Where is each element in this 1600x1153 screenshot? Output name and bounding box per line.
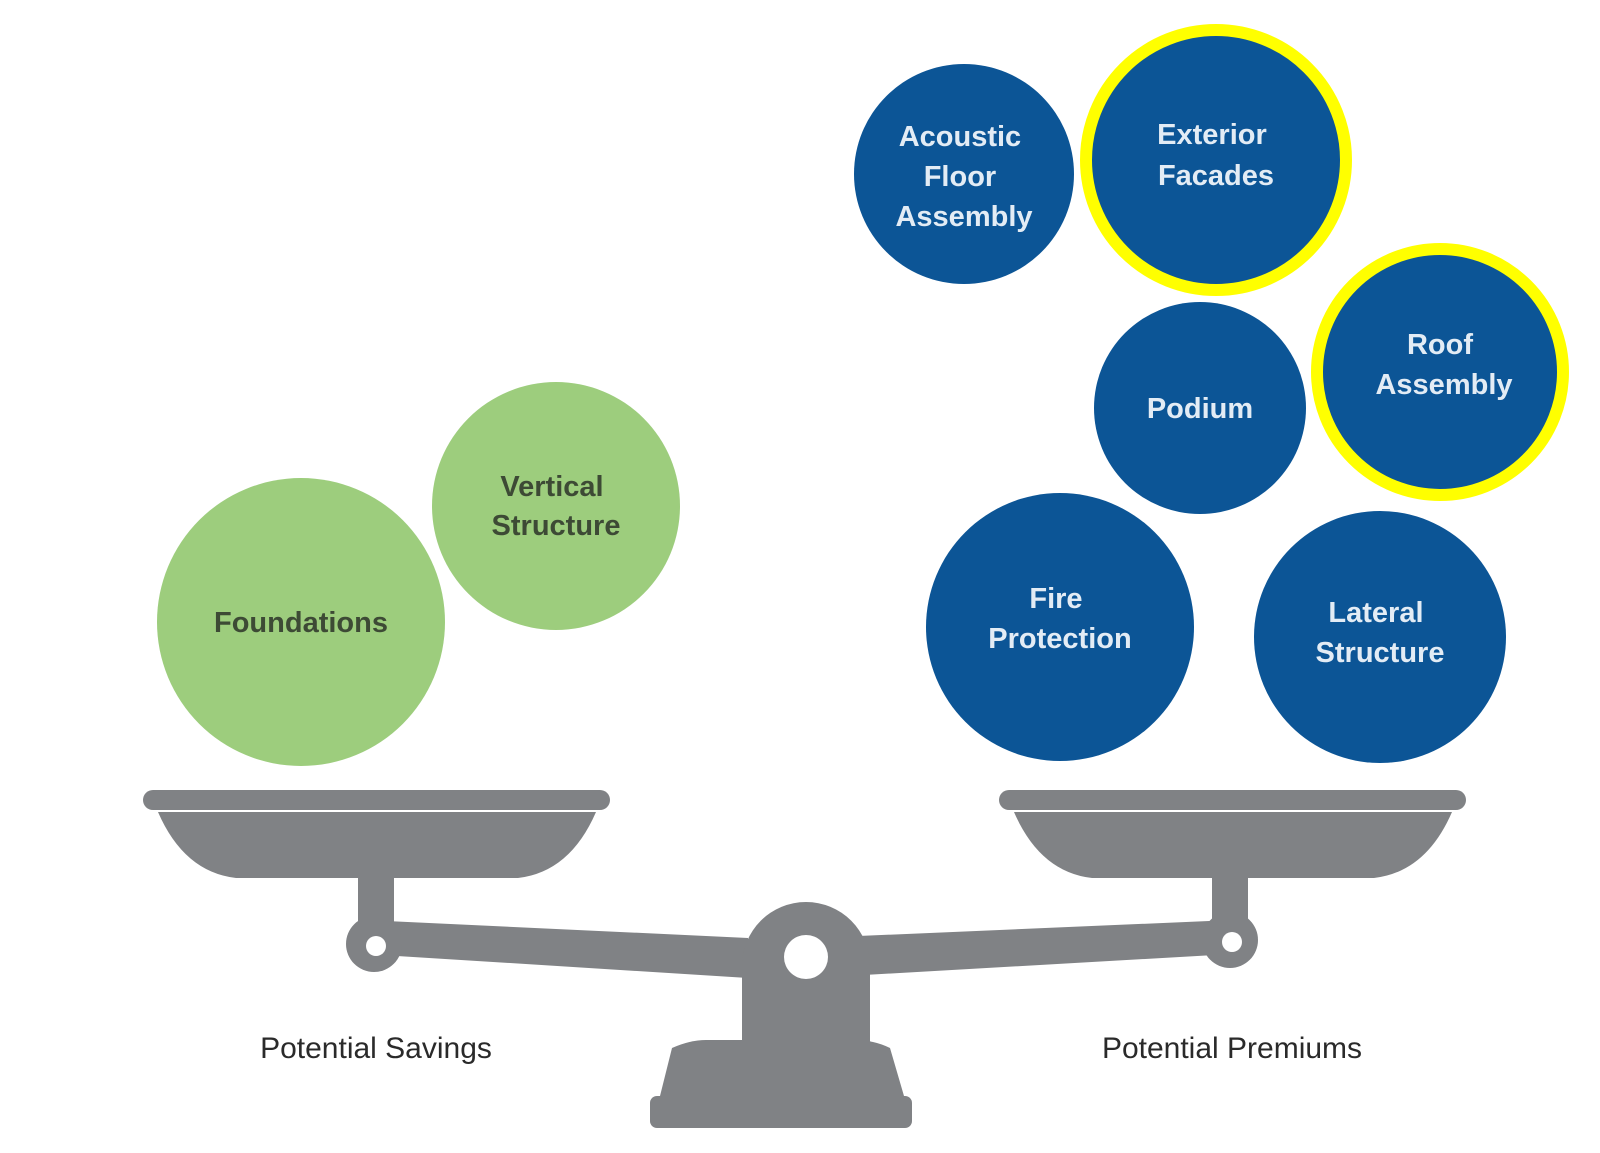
scale-pivot-hole [784,935,828,979]
scale-left-pan-rim [143,790,610,810]
savings-circle-vertical-structure: Vertical Structure [432,382,680,630]
premium-label-acoustic-floor-assembly: Acoustic Floor Assembly [895,121,1032,233]
premium-label-exterior-facades: Exterior Facades [1157,119,1275,192]
highlight-ring-exterior-facades [1080,24,1352,296]
scale-left-hinge-hole [366,936,386,956]
premium-circle-acoustic-floor-assembly: Acoustic Floor Assembly [854,64,1074,284]
scale-right-pan-rim [999,790,1466,810]
savings-label-foundations: Foundations [214,607,388,639]
scale-right-arm [812,920,1232,978]
scale-left-stem [358,870,394,936]
savings-circle-foundations: Foundations [157,478,445,766]
premium-label-fire-protection: Fire Protection [988,583,1131,655]
scale-base-plate [650,1096,912,1128]
premium-circle-lateral-structure: Lateral Structure [1254,511,1506,763]
premium-label-podium: Podium [1147,393,1253,425]
scale-pivot-pillar [742,902,870,1060]
scale-left-pan [158,812,596,878]
scale-right-pan [1014,812,1452,878]
premium-circle-podium: Podium [1094,302,1306,514]
potential-premiums-caption: Potential Premiums [1102,1032,1362,1065]
savings-label-vertical-structure: Vertical Structure [492,471,621,542]
highlight-ring-roof-assembly [1311,243,1569,501]
premium-circle-exterior-facades: Exterior Facades [1080,24,1352,296]
premium-circle-fire-protection: Fire Protection [926,493,1194,761]
premium-label-lateral-structure: Lateral Structure [1316,597,1445,669]
premium-circle-roof-assembly: Roof Assembly [1311,243,1569,501]
balance-scale [143,790,1466,1128]
premium-label-roof-assembly: Roof Assembly [1375,329,1512,401]
scale-right-hinge-hole [1222,932,1242,952]
scale-left-arm [366,920,748,978]
scale-right-stem [1212,870,1248,936]
potential-savings-caption: Potential Savings [260,1032,492,1065]
